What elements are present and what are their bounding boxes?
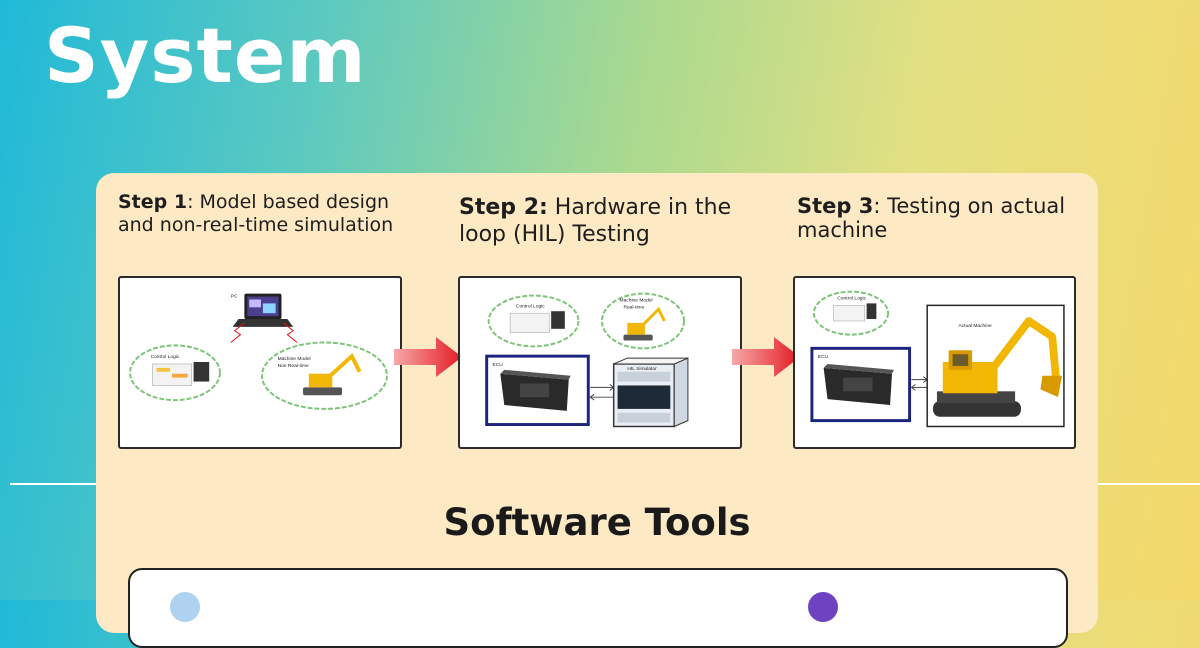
control-logic-label: Control Logic xyxy=(516,303,545,309)
machine-model-label: Machine Model xyxy=(620,297,653,303)
real-time-label: Real-time xyxy=(623,304,644,310)
step-2-text: Hardware in the loop (HIL) Testing xyxy=(459,195,732,247)
non-real-time-label: Non Real-time xyxy=(278,363,309,369)
control-logic-label: Control Logic xyxy=(151,354,180,360)
step-1-text: : Model based design and non-real-time s… xyxy=(118,191,394,236)
step-2-title: Step 2: Hardware in the loop (HIL) Testi… xyxy=(459,194,759,248)
step-2-diagram: Control Logic Machine Model Real-time EC… xyxy=(485,292,689,428)
step-3-text: : Testing on actual machine xyxy=(797,194,1066,242)
pc-label: PC xyxy=(231,294,238,300)
ecu-label: ECU xyxy=(818,354,829,360)
step-3-illustration: Control Logic ECU Actual Machine xyxy=(793,276,1076,449)
control-logic-cloud-icon xyxy=(487,294,580,348)
software-tools-title: Software Tools xyxy=(443,501,751,544)
arrow-right-icon xyxy=(732,337,800,377)
arrow-right-icon xyxy=(394,337,462,377)
divider-right xyxy=(1098,483,1200,485)
hil-simulator-icon xyxy=(612,357,689,428)
tool-logo-icon xyxy=(808,592,838,622)
machine-model-cloud-icon xyxy=(600,292,685,350)
laptop-icon xyxy=(232,293,294,327)
control-logic-cloud-icon xyxy=(129,344,221,402)
ecu-device-icon xyxy=(823,363,894,405)
software-tools-box xyxy=(128,568,1068,648)
ecu-device-icon xyxy=(500,369,571,411)
step-1-diagram: PC Control Logic xyxy=(129,293,388,410)
control-logic-cloud-icon xyxy=(812,290,890,336)
control-logic-label: Control Logic xyxy=(837,295,866,301)
step-3-diagram: Control Logic ECU Actual Machine xyxy=(810,290,1065,428)
ecu-label: ECU xyxy=(493,362,504,368)
double-arrow-icon xyxy=(910,376,928,391)
process-panel: Step 1: Model based design and non-real-… xyxy=(96,173,1098,648)
step-1-prefix: Step 1 xyxy=(118,191,188,213)
machine-model-label: Machine Model xyxy=(278,356,311,362)
page-headline: System xyxy=(44,11,367,100)
double-arrow-icon xyxy=(589,384,615,401)
actual-machine-label: Actual Machine xyxy=(958,323,992,329)
step-1-title: Step 1: Model based design and non-real-… xyxy=(118,191,428,237)
divider-left xyxy=(10,483,96,485)
hil-simulator-label: HIL Simulator xyxy=(627,366,657,372)
step-2-illustration: Control Logic Machine Model Real-time EC… xyxy=(458,276,742,449)
step-3-title: Step 3: Testing on actual machine xyxy=(797,194,1097,242)
connection-lines-icon xyxy=(230,322,298,343)
step-2-prefix: Step 2: xyxy=(459,195,548,220)
machine-model-cloud-icon xyxy=(260,341,388,410)
excavator-icon xyxy=(933,317,1062,417)
step-1-illustration: PC Control Logic xyxy=(118,276,402,449)
tool-logo-icon xyxy=(170,592,200,622)
step-3-prefix: Step 3 xyxy=(797,194,874,218)
